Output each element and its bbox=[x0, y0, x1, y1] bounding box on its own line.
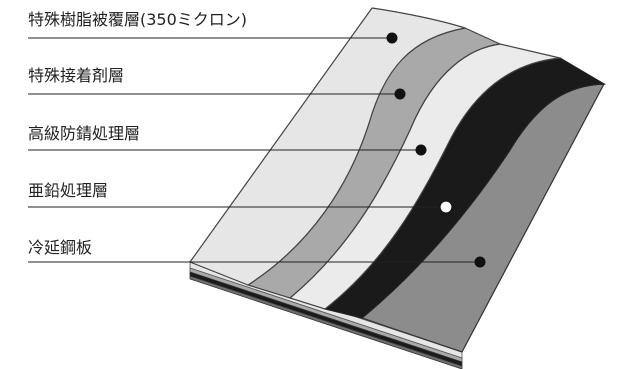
label-adhesive: 特殊接着剤層 bbox=[28, 66, 125, 85]
marker-dot-4 bbox=[474, 256, 486, 268]
marker-dot-0 bbox=[386, 32, 398, 44]
marker-dot-2 bbox=[415, 144, 427, 156]
label-resin-coating: 特殊樹脂被覆層(350ミクロン) bbox=[28, 10, 248, 29]
layer-resin-coating bbox=[189, 7, 466, 286]
marker-dot-1 bbox=[394, 88, 406, 100]
label-cold-rolled-steel: 冷延鋼板 bbox=[28, 238, 93, 257]
label-zinc: 亜鉛処理層 bbox=[28, 181, 109, 200]
marker-ring-3 bbox=[439, 200, 453, 214]
layer-markers bbox=[386, 32, 486, 268]
marker-dot-3 bbox=[440, 201, 452, 213]
leader-lines bbox=[28, 37, 480, 263]
label-anti-rust: 高級防錆処理層 bbox=[28, 124, 141, 143]
